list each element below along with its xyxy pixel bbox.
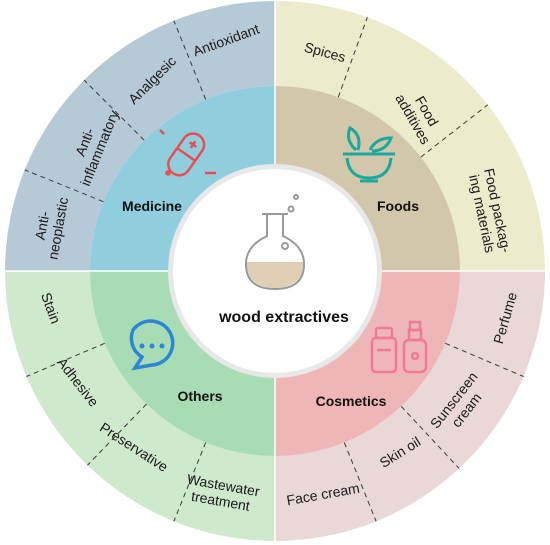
foods-label: Foods	[377, 198, 419, 214]
cosmetics-outer-segment	[275, 271, 545, 541]
cosmetic-bottles-icon	[370, 320, 428, 374]
salad-bowl-icon	[343, 125, 395, 183]
others-inner-segment	[90, 271, 275, 456]
outer-dividers	[5, 1, 545, 541]
center-label: wood extractives	[218, 309, 349, 326]
flask-icon	[244, 194, 306, 291]
application-label-line: Anti-	[32, 210, 53, 241]
others-label: Others	[177, 388, 222, 404]
foods-outer-segment	[275, 1, 545, 271]
cosmetics-inner-segment	[275, 271, 460, 456]
medicine-outer-segment	[5, 1, 275, 271]
pill-capsule-icon	[159, 129, 216, 177]
medicine-inner-segment	[90, 86, 275, 271]
medicine-label: Medicine	[122, 198, 182, 214]
chat-bubble-icon	[129, 319, 175, 371]
others-outer-segment	[5, 271, 275, 541]
cosmetics-label: Cosmetics	[316, 393, 387, 409]
